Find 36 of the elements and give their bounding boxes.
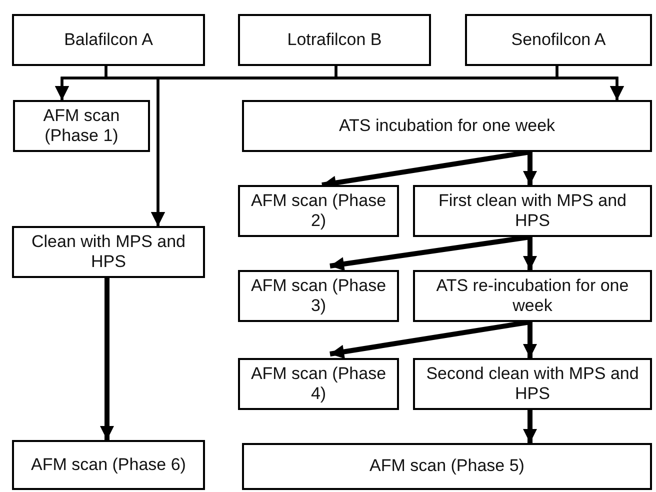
step-text: AFM scan (Phase 6) (31, 454, 186, 476)
step-text: Lotrafilcon B (287, 30, 382, 50)
step-text: Clean with MPS and HPS (30, 232, 187, 272)
process-box (12, 440, 205, 490)
process-box (13, 100, 150, 152)
step-text: AFM scan (Phase 5) (370, 456, 524, 477)
process-box (242, 443, 652, 490)
arrow (330, 320, 530, 359)
step-text: AFM scan (Phase 2) (250, 190, 388, 232)
process-box (12, 14, 205, 66)
process-box (238, 358, 399, 410)
step-text: Senofilcon A (511, 30, 606, 50)
process-box (238, 14, 431, 66)
process-box (238, 185, 399, 237)
process-box (413, 358, 652, 410)
step-text: Balafilcon A (64, 30, 153, 50)
arrow (523, 410, 537, 443)
arrow (523, 322, 537, 358)
process-box (12, 226, 205, 278)
step-text: AFM scan (Phase 4) (250, 364, 388, 404)
process-box (413, 185, 652, 237)
arrow (523, 152, 537, 185)
step-text: ATS incubation for one week (338, 116, 556, 136)
arrow (330, 234, 530, 271)
step-text: AFM scan (Phase 1) (42, 106, 121, 146)
step-text: ATS re-incubation for one week (435, 276, 630, 316)
process-box (413, 270, 652, 322)
arrow (523, 237, 537, 270)
process-box (465, 14, 652, 66)
step-text: AFM scan (Phase 3) (250, 276, 388, 316)
arrow (556, 66, 624, 100)
step-text: First clean with MPS and HPS (437, 190, 628, 232)
process-box (238, 270, 399, 322)
arrow (100, 278, 114, 440)
process-box (242, 100, 652, 152)
step-text: Second clean with MPS and HPS (425, 364, 640, 404)
